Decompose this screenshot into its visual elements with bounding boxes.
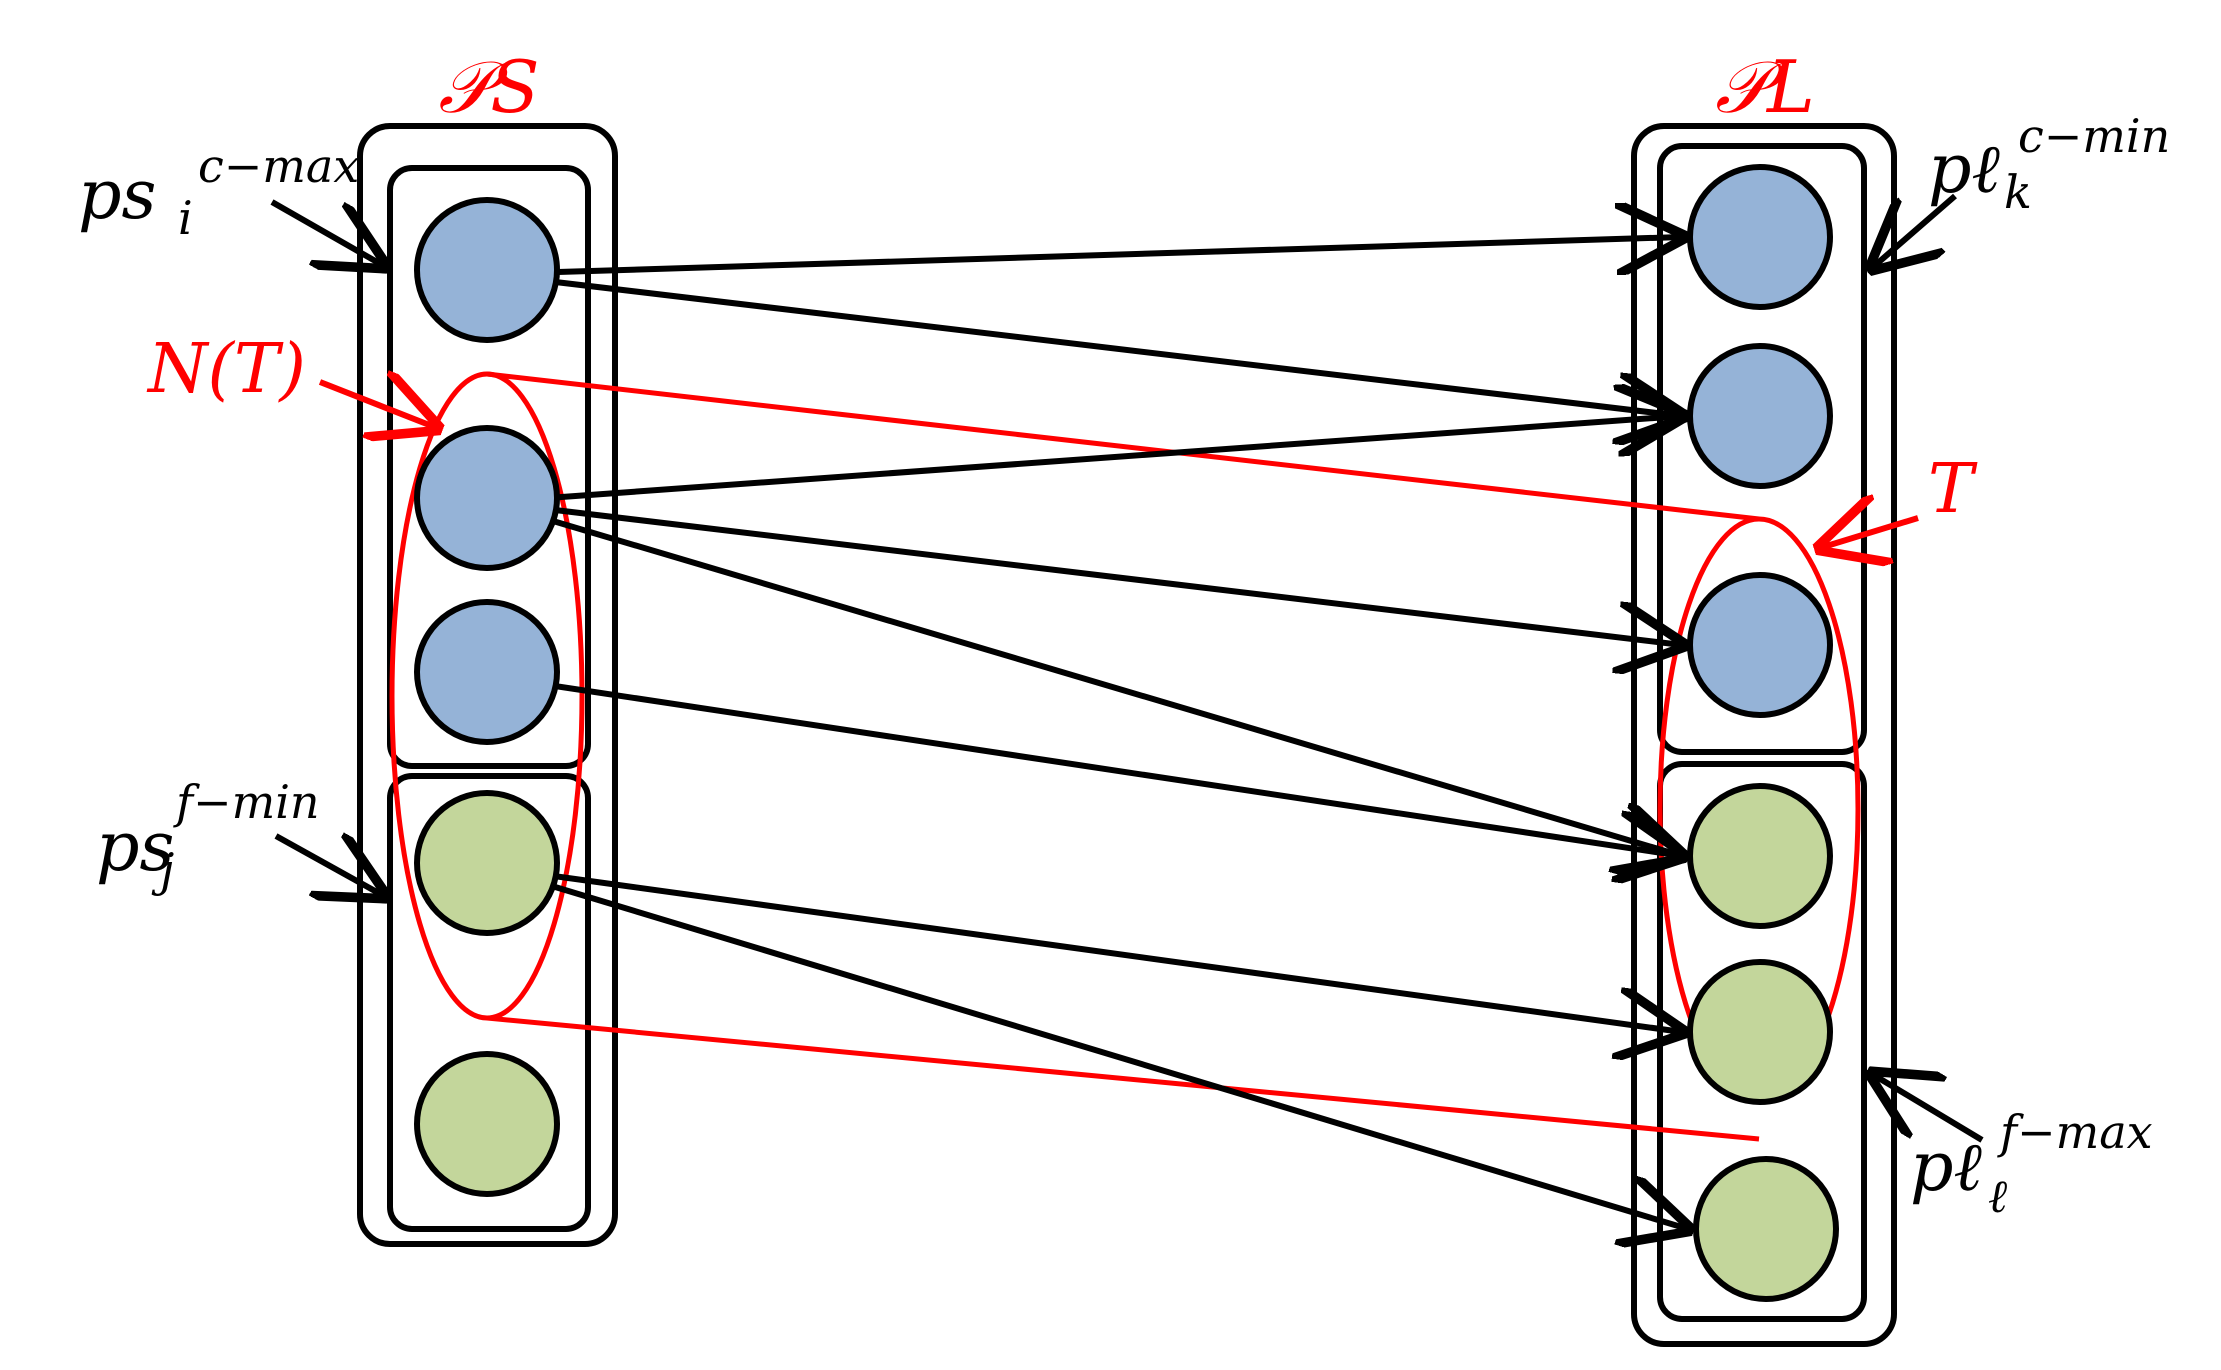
pl-title: 𝒫L [1715, 45, 1815, 129]
target-label: T [1928, 450, 1978, 529]
ps-fmin-pointer [274, 836, 384, 896]
ps-cmax-label: ps c−max i [78, 139, 364, 245]
set-connector-top [486, 371, 1760, 522]
ps-fmin-base: ps [96, 808, 174, 887]
ps-cmax-pointer [270, 199, 384, 266]
edge-ps1-pl2 [537, 276, 1682, 416]
pl-outer-box [1631, 123, 1897, 1347]
node-pl4 [1687, 783, 1833, 929]
node-ps4 [414, 790, 560, 936]
ps-fmin-label: ps f−min j [96, 775, 325, 897]
node-pl1 [1687, 164, 1833, 310]
node-ps5 [414, 1051, 560, 1197]
edge-ps2-pl3 [537, 504, 1682, 645]
ps-fmin-sup: f−min [173, 775, 320, 829]
target-pointer [1820, 518, 1919, 548]
node-ps1 [414, 197, 560, 343]
node-pl6 [1693, 1156, 1839, 1302]
ps-cmax-sub: i [178, 191, 193, 245]
edge-ps4-pl5 [536, 870, 1682, 1032]
pl-fmax-label: pℓ f−max ℓ [1910, 1105, 2158, 1223]
neighborhood-pointer [318, 382, 437, 428]
pl-fmax-sub: ℓ [1988, 1169, 2008, 1223]
node-ps2 [414, 425, 560, 571]
edge-ps2-pl2 [537, 416, 1682, 502]
node-ps3 [414, 599, 560, 745]
pl-fmax-base: pℓ [1910, 1128, 1982, 1207]
node-pl5 [1687, 959, 1833, 1105]
ps-coarse-box [387, 165, 591, 769]
pl-fmax-pointer [1872, 1074, 1984, 1143]
ps-outer-box [357, 123, 618, 1247]
edge-ps3-pl4 [536, 680, 1682, 856]
nodes-group [414, 164, 1839, 1302]
neighborhood-label: N(T) [146, 330, 306, 409]
label-pointers [270, 193, 1984, 1143]
edge-ps1-pl1 [537, 237, 1682, 276]
node-pl2 [1687, 343, 1833, 489]
ps-title: 𝒫S [438, 45, 539, 129]
edge-ps4-pl6 [536, 878, 1688, 1229]
set-connector-bottom [486, 1015, 1760, 1142]
edge-ps2-pl4 [536, 513, 1682, 856]
ps-fine-box [387, 773, 591, 1232]
node-pl3 [1687, 572, 1833, 718]
ps-cmax-sup: c−max [198, 139, 359, 193]
pl-cmin-sup: c−min [2018, 109, 2170, 163]
neighborhood-set-group [389, 371, 1861, 1142]
pl-cmin-base: pℓ [1928, 130, 2000, 209]
edges-group [536, 237, 1688, 1229]
ps-cmax-base: ps [78, 156, 156, 235]
pl-fmax-sup: f−max [1997, 1105, 2153, 1159]
pl-cmin-sub: k [2004, 165, 2032, 219]
pl-cmin-label: pℓ c−min k [1928, 109, 2175, 219]
pl-cmin-pointer [1872, 193, 1957, 268]
